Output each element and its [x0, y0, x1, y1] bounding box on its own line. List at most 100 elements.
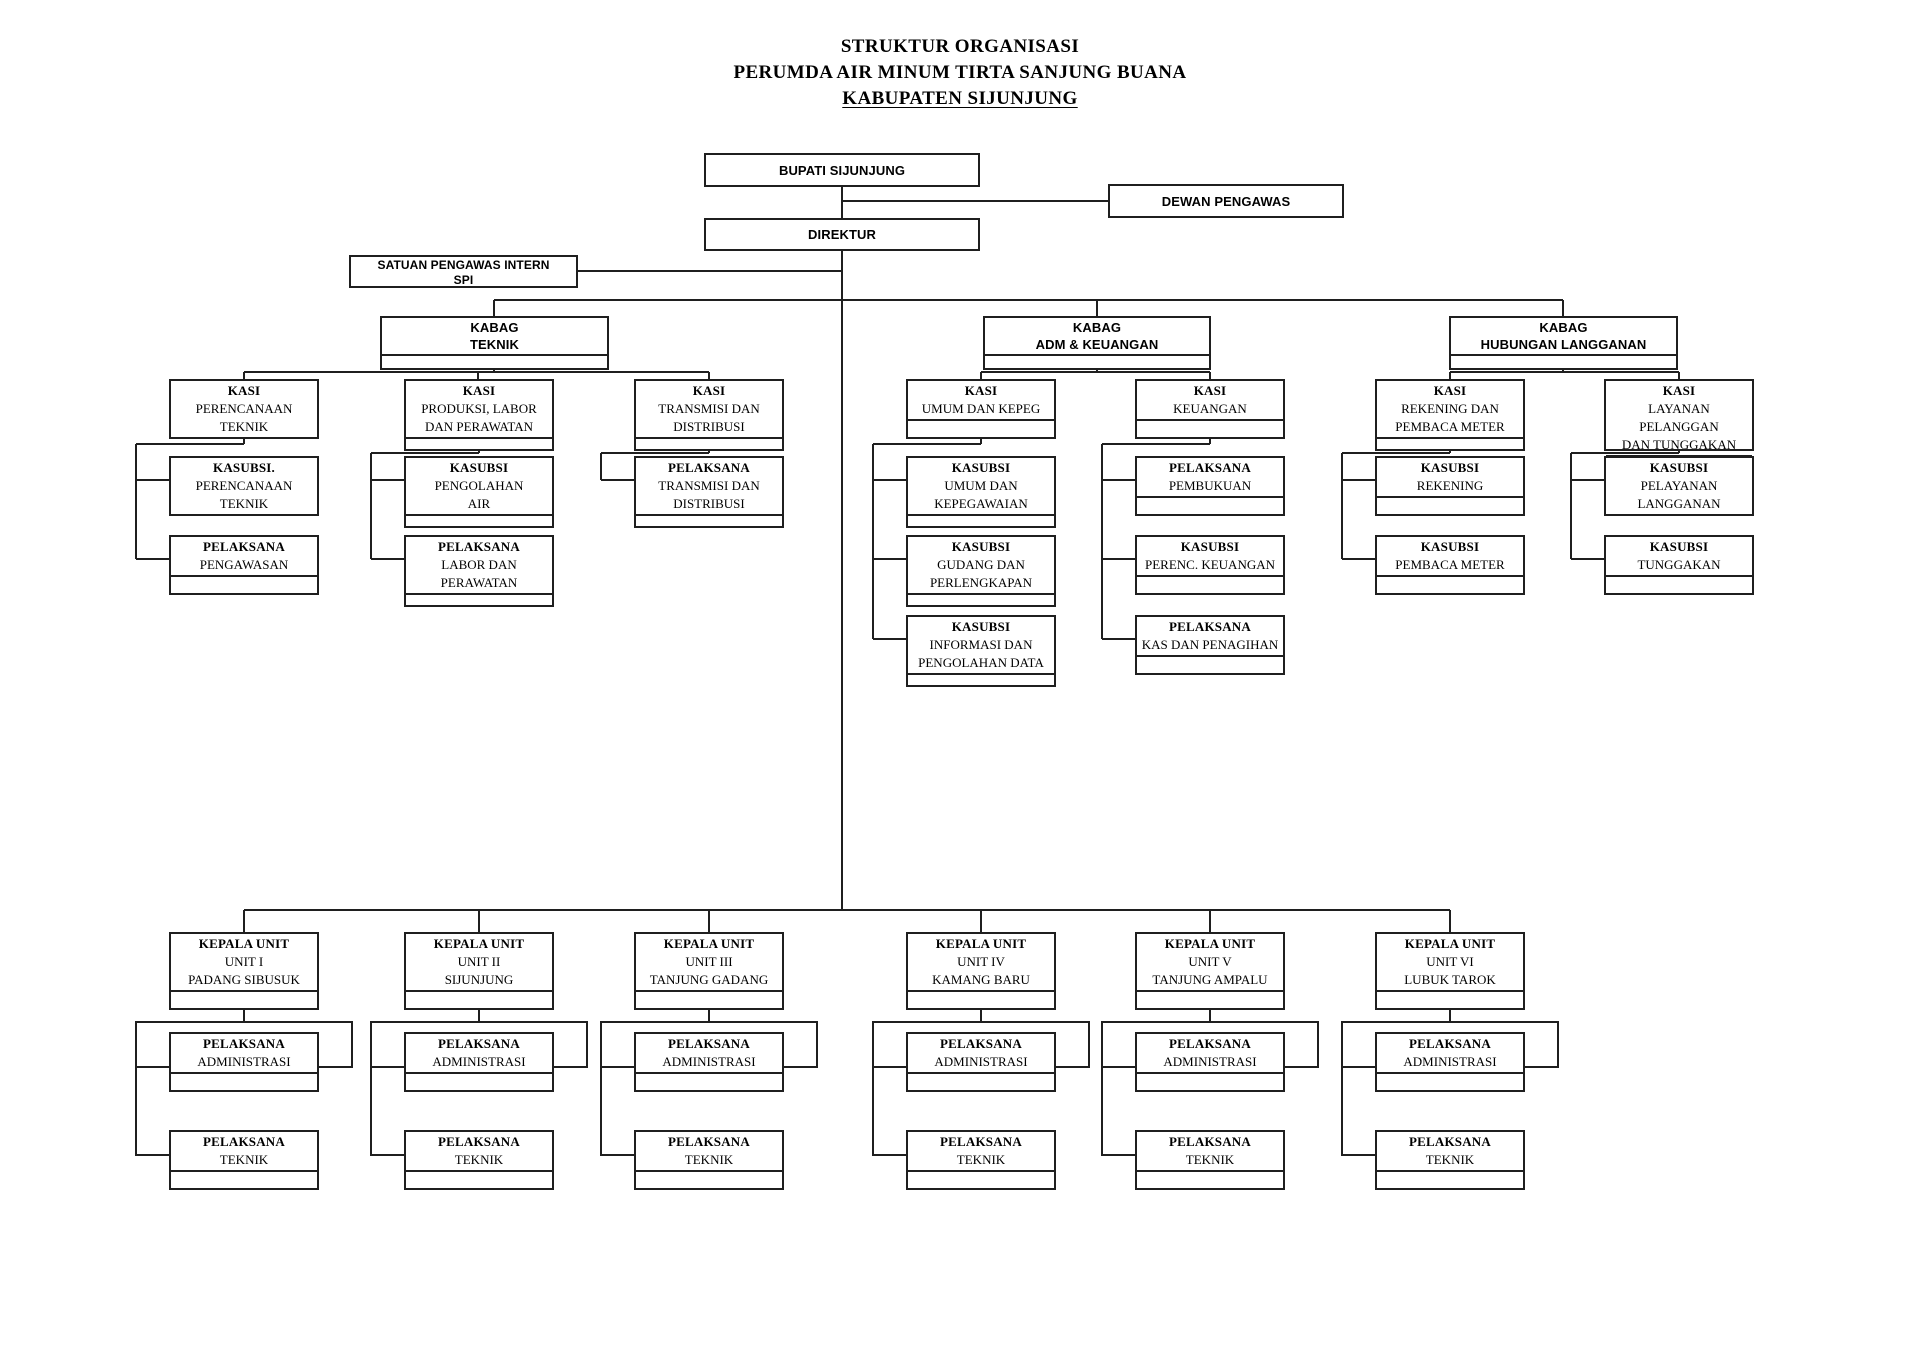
name-strip: [985, 354, 1209, 370]
node-title: DEWAN PENGAWAS: [1161, 193, 1291, 209]
node-line: REKENING: [1416, 478, 1484, 493]
name-strip: [171, 1170, 317, 1188]
node-title: PELAKSANA: [668, 1036, 750, 1051]
node-line: UNIT I: [224, 954, 264, 969]
node-line: ADMINISTRASI: [197, 1054, 291, 1069]
node-title: KASUBSI: [1649, 460, 1709, 475]
name-strip: [382, 354, 607, 370]
node-line: SPI: [453, 273, 474, 287]
name-strip: [1377, 437, 1523, 455]
node-dewan-pengawas: DEWAN PENGAWAS: [1108, 184, 1344, 218]
node-line: PERENC. KEUANGAN: [1145, 557, 1275, 572]
node-line: ADMINISTRASI: [1403, 1054, 1497, 1069]
node-title: KASUBSI: [951, 539, 1011, 554]
node-line: SIJUNJUNG: [444, 972, 514, 987]
node-line: KAS DAN PENAGIHAN: [1141, 637, 1279, 652]
node-title: PELAKSANA: [668, 1134, 750, 1149]
node-title: PELAKSANA: [438, 1036, 520, 1051]
node-pelaksana-labor-perawatan: PELAKSANA LABOR DAN PERAWATAN: [404, 535, 554, 607]
node-line: PRODUKSI, LABOR: [421, 401, 537, 416]
name-strip: [636, 990, 782, 1008]
node-bupati-sijunjung: BUPATI SIJUNJUNG: [704, 153, 980, 187]
node-pelaksana-teknik-unit3: PELAKSANA TEKNIK: [634, 1130, 784, 1190]
node-title: PELAKSANA: [438, 1134, 520, 1149]
node-line: PENGOLAHAN DATA: [918, 655, 1044, 670]
name-strip: [171, 575, 317, 593]
name-strip: [406, 1072, 552, 1090]
node-pelaksana-pengawasan: PELAKSANA PENGAWASAN: [169, 535, 319, 595]
node-line: UNIT VI: [1426, 954, 1474, 969]
node-kabag-hubungan-langganan: KABAG HUBUNGAN LANGGANAN: [1449, 316, 1678, 370]
node-title: KASI: [692, 383, 726, 398]
node-pelaksana-administrasi-unit5: PELAKSANA ADMINISTRASI: [1135, 1032, 1285, 1092]
node-title: PELAKSANA: [438, 539, 520, 554]
node-line: ADMINISTRASI: [662, 1054, 756, 1069]
node-line: PERAWATAN: [440, 575, 518, 590]
node-title: BUPATI SIJUNJUNG: [778, 162, 906, 178]
name-strip: [908, 990, 1054, 1008]
node-title: PELAKSANA: [1169, 1134, 1251, 1149]
node-line: PEMBACA METER: [1395, 419, 1505, 434]
node-title: KASI: [1433, 383, 1467, 398]
node-line: PERENCANAAN TEKNIK: [195, 401, 293, 434]
node-line: GUDANG DAN: [937, 557, 1025, 572]
name-strip: [1137, 1170, 1283, 1188]
node-line: KEUANGAN: [1173, 401, 1247, 416]
node-kasi-layanan-pelanggan: KASI LAYANAN PELANGGAN DAN TUNGGAKAN: [1604, 379, 1754, 457]
node-line: KAMANG BARU: [932, 972, 1030, 987]
name-strip: [171, 514, 317, 532]
name-strip: [636, 1170, 782, 1188]
node-line: TEKNIK: [956, 1152, 1006, 1167]
node-title: KASUBSI: [1649, 539, 1709, 554]
node-line: LAYANAN PELANGGAN: [1639, 401, 1719, 434]
node-line: ADMINISTRASI: [934, 1054, 1028, 1069]
name-strip: [908, 419, 1054, 437]
node-line: TEKNIK: [454, 1152, 504, 1167]
node-title: PELAKSANA: [1169, 1036, 1251, 1051]
node-title: KABAG: [1539, 320, 1588, 335]
node-title: PELAKSANA: [1409, 1134, 1491, 1149]
name-strip: [1606, 514, 1752, 532]
node-kasi-umum-kepeg: KASI UMUM DAN KEPEG: [906, 379, 1056, 439]
name-strip: [1137, 655, 1283, 673]
node-line: TEKNIK: [1425, 1152, 1475, 1167]
node-kabag-teknik: KABAG TEKNIK: [380, 316, 609, 370]
node-pelaksana-administrasi-unit1: PELAKSANA ADMINISTRASI: [169, 1032, 319, 1092]
node-kasi-transmisi-distribusi: KASI TRANSMISI DAN DISTRIBUSI: [634, 379, 784, 451]
node-pelaksana-kas-penagihan: PELAKSANA KAS DAN PENAGIHAN: [1135, 615, 1285, 675]
node-kasubsi-gudang-perlengkapan: KASUBSI GUDANG DAN PERLENGKAPAN: [906, 535, 1056, 607]
node-title: PELAKSANA: [1409, 1036, 1491, 1051]
name-strip: [908, 1072, 1054, 1090]
name-strip: [1137, 1072, 1283, 1090]
node-kepala-unit-5: KEPALA UNIT UNIT V TANJUNG AMPALU: [1135, 932, 1285, 1010]
node-title: KASI: [227, 383, 261, 398]
node-kepala-unit-3: KEPALA UNIT UNIT III TANJUNG GADANG: [634, 932, 784, 1010]
name-strip: [636, 437, 782, 455]
node-title: KEPALA UNIT: [433, 936, 525, 951]
connector-top-rails: [243, 187, 1680, 911]
node-kasubsi-pelayanan-langganan: KASUBSI PELAYANAN LANGGANAN: [1604, 456, 1754, 516]
node-line: TEKNIK: [219, 1152, 269, 1167]
connector-unit-rails: [135, 909, 1559, 1156]
name-strip: [1137, 496, 1283, 514]
node-line: AIR: [467, 496, 491, 511]
node-line: ADM & KEUANGAN: [1035, 337, 1159, 352]
node-line: TEKNIK: [684, 1152, 734, 1167]
name-strip: [636, 1072, 782, 1090]
node-pelaksana-administrasi-unit3: PELAKSANA ADMINISTRASI: [634, 1032, 784, 1092]
name-strip: [908, 593, 1054, 611]
name-strip: [1137, 990, 1283, 1008]
node-pelaksana-administrasi-unit4: PELAKSANA ADMINISTRASI: [906, 1032, 1056, 1092]
node-title: KASUBSI: [449, 460, 509, 475]
node-line: PERENCANAAN TEKNIK: [195, 478, 293, 511]
node-pelaksana-pembukuan: PELAKSANA PEMBUKUAN: [1135, 456, 1285, 516]
node-line: TRANSMISI DAN: [658, 478, 760, 493]
node-title: KEPALA UNIT: [1164, 936, 1256, 951]
name-strip: [171, 990, 317, 1008]
name-strip: [1606, 575, 1752, 593]
node-kepala-unit-1: KEPALA UNIT UNIT I PADANG SIBUSUK: [169, 932, 319, 1010]
node-line: UNIT II: [457, 954, 501, 969]
node-line: TANJUNG GADANG: [649, 972, 769, 987]
